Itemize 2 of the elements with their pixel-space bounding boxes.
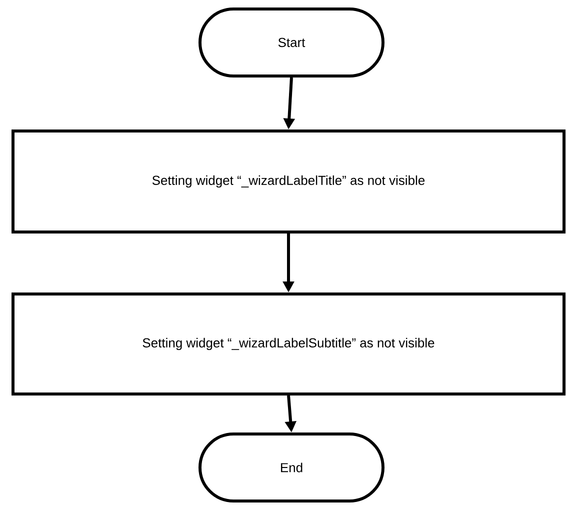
process-box: Setting widget “_wizardLabelTitle” as not visible <box>12 130 566 234</box>
process-box: Setting widget “_wizardLabelSubtitle” as not visible <box>12 292 566 396</box>
